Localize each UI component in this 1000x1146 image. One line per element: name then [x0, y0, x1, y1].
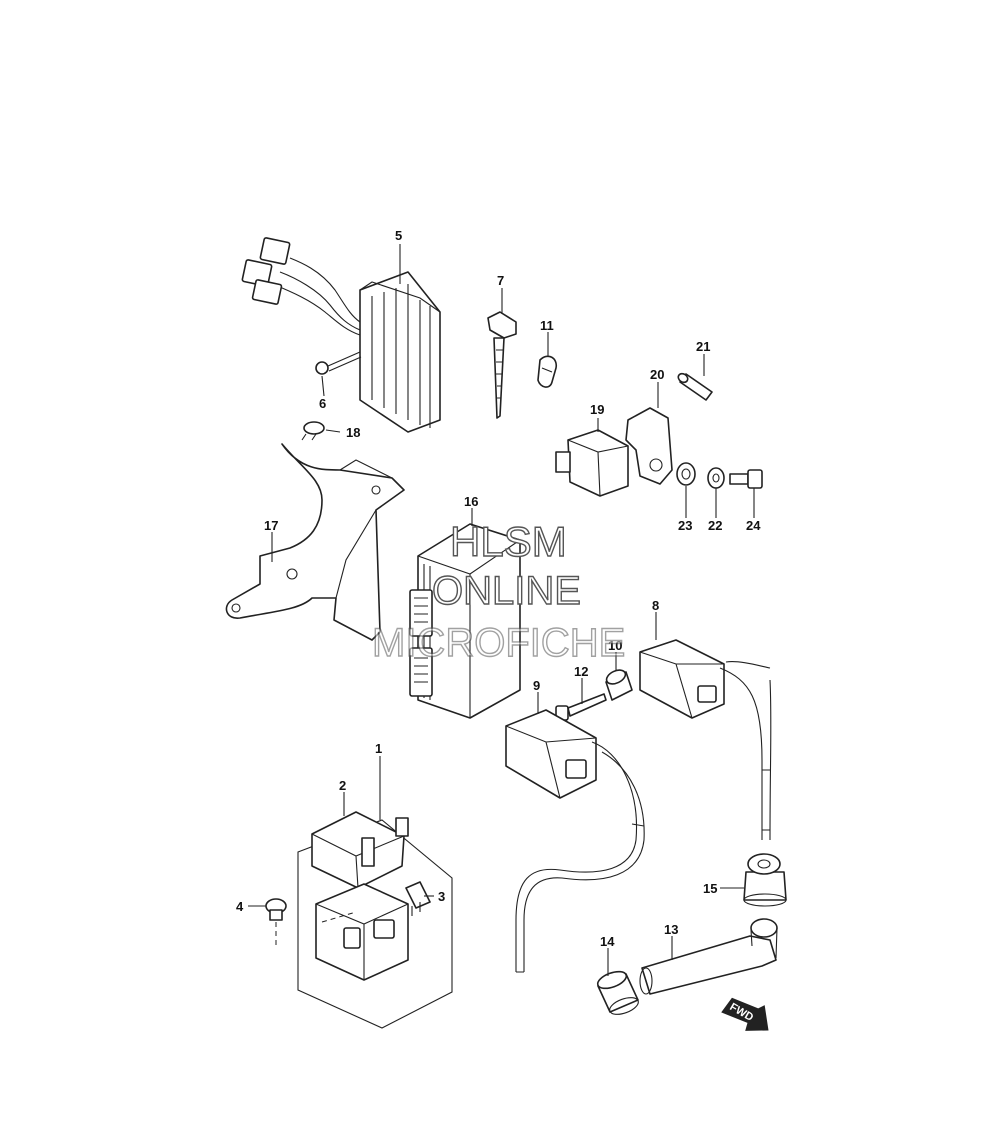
- forward-arrow: FWD: [721, 997, 769, 1031]
- cable-tie: [487, 311, 517, 419]
- ecm-16: [409, 523, 521, 719]
- callout-16: 16: [464, 494, 478, 509]
- callout-13: 13: [664, 922, 678, 937]
- callout-1: 1: [375, 741, 382, 756]
- bolt-6: [315, 351, 362, 375]
- clip: [537, 355, 558, 388]
- watermark-line-3: MICROFICHE: [372, 621, 625, 665]
- assembly-1-frame: [297, 819, 453, 1029]
- callout-numbers: 5 6 7 11 21 20 19 18 23 22 24 16 17 8 10…: [236, 228, 761, 949]
- callout-14: 14: [600, 934, 615, 949]
- ignition-coil-8: [639, 639, 772, 841]
- relay-box-1: [315, 883, 409, 981]
- collar-10: [605, 669, 633, 701]
- callout-2: 2: [339, 778, 346, 793]
- bracket-20: [625, 407, 673, 485]
- screw-18: [301, 421, 325, 441]
- bolt-12: [555, 693, 607, 721]
- callout-6: 6: [319, 396, 326, 411]
- regulator-rectifier: [241, 237, 441, 433]
- ignition-coil-9: [505, 709, 645, 973]
- grommet-23: [676, 462, 696, 486]
- leader-lines: [248, 244, 755, 976]
- callout-4: 4: [236, 899, 244, 914]
- callout-17: 17: [264, 518, 278, 533]
- watermark: HLSM ONLINE MICROFICHE: [371, 517, 626, 665]
- ring-14: [596, 970, 639, 1015]
- screw-4: [265, 898, 287, 946]
- fuse-3: [405, 881, 431, 916]
- callout-8: 8: [652, 598, 659, 613]
- watermark-line-2: ONLINE: [432, 569, 581, 613]
- callout-22: 22: [708, 518, 722, 533]
- watermark-line-1: HLSM: [450, 518, 567, 565]
- callout-3: 3: [438, 889, 445, 904]
- cover-2: [311, 811, 409, 889]
- callout-24: 24: [746, 518, 761, 533]
- cap-15: [743, 853, 787, 907]
- callout-7: 7: [497, 273, 504, 288]
- washer-22: [707, 467, 725, 489]
- callout-12: 12: [574, 664, 588, 679]
- callout-9: 9: [533, 678, 540, 693]
- callout-11: 11: [540, 318, 554, 333]
- bolt-24: [729, 469, 763, 489]
- callout-20: 20: [650, 367, 664, 382]
- callout-15: 15: [703, 881, 717, 896]
- callout-18: 18: [346, 425, 360, 440]
- callout-10: 10: [608, 638, 622, 653]
- callout-5: 5: [395, 228, 402, 243]
- callout-23: 23: [678, 518, 692, 533]
- callout-19: 19: [590, 402, 604, 417]
- bracket-17: [225, 443, 405, 641]
- tube-13: [639, 918, 778, 995]
- relay-19: [555, 429, 629, 497]
- collar: [677, 372, 713, 401]
- fwd-label: FWD: [728, 1001, 756, 1024]
- callout-21: 21: [696, 339, 710, 354]
